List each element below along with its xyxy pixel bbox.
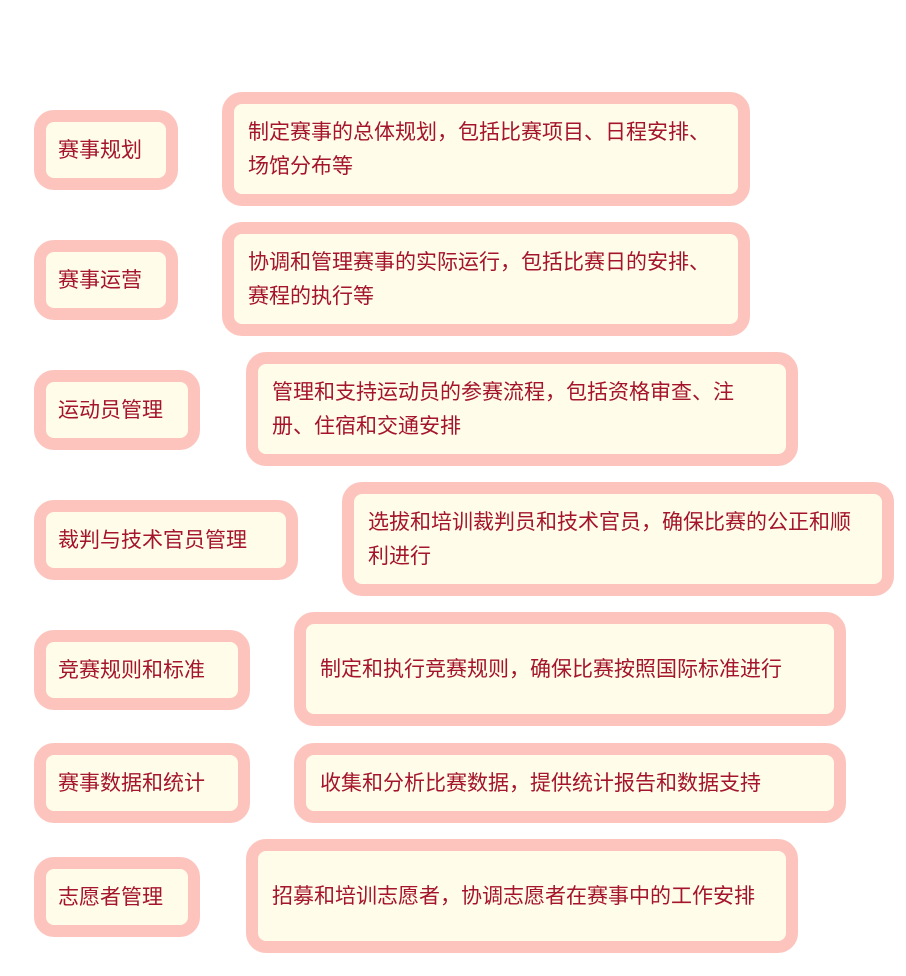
description-box-competition-rules: 制定和执行竞赛规则，确保比赛按照国际标准进行	[294, 612, 846, 726]
category-label: 赛事数据和统计	[58, 771, 205, 795]
category-box-athlete-management: 运动员管理	[34, 370, 200, 450]
category-label: 赛事运营	[58, 268, 142, 292]
category-box-referee-management: 裁判与技术官员管理	[34, 500, 298, 580]
description-text: 制定赛事的总体规划，包括比赛项目、日程安排、场馆分布等	[248, 120, 710, 178]
description-text: 制定和执行竞赛规则，确保比赛按照国际标准进行	[320, 657, 782, 681]
description-box-athlete-management: 管理和支持运动员的参赛流程，包括资格审查、注册、住宿和交通安排	[246, 352, 798, 466]
description-box-event-operations: 协调和管理赛事的实际运行，包括比赛日的安排、赛程的执行等	[222, 222, 750, 336]
category-label: 裁判与技术官员管理	[58, 528, 247, 552]
description-box-event-planning: 制定赛事的总体规划，包括比赛项目、日程安排、场馆分布等	[222, 92, 750, 206]
category-box-event-planning: 赛事规划	[34, 110, 178, 190]
description-text: 管理和支持运动员的参赛流程，包括资格审查、注册、住宿和交通安排	[272, 380, 734, 438]
description-text: 选拔和培训裁判员和技术官员，确保比赛的公正和顺利进行	[368, 510, 851, 568]
description-box-referee-management: 选拔和培训裁判员和技术官员，确保比赛的公正和顺利进行	[342, 482, 894, 596]
description-text: 协调和管理赛事的实际运行，包括比赛日的安排、赛程的执行等	[248, 250, 710, 308]
category-label: 赛事规划	[58, 138, 142, 162]
category-box-volunteer-management: 志愿者管理	[34, 857, 200, 937]
description-box-event-data: 收集和分析比赛数据，提供统计报告和数据支持	[294, 743, 846, 823]
category-box-event-operations: 赛事运营	[34, 240, 178, 320]
category-box-event-data: 赛事数据和统计	[34, 743, 250, 823]
description-text: 收集和分析比赛数据，提供统计报告和数据支持	[320, 771, 761, 795]
category-label: 运动员管理	[58, 398, 163, 422]
category-box-competition-rules: 竞赛规则和标准	[34, 630, 250, 710]
description-box-volunteer-management: 招募和培训志愿者，协调志愿者在赛事中的工作安排	[246, 839, 798, 953]
description-text: 招募和培训志愿者，协调志愿者在赛事中的工作安排	[272, 884, 755, 908]
category-label: 竞赛规则和标准	[58, 658, 205, 682]
category-label: 志愿者管理	[58, 885, 163, 909]
